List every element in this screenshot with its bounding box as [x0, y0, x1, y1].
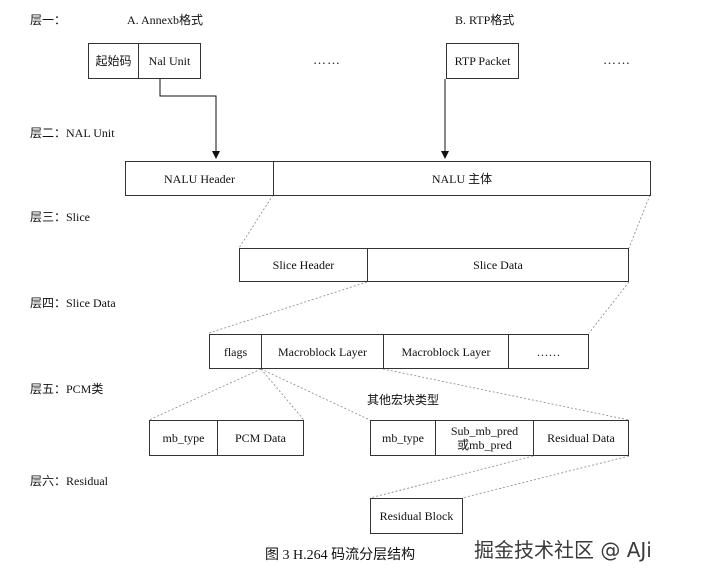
ellipsis-annexb: …… [313, 52, 341, 67]
other-macroblock-types-label: 其他宏块类型 [367, 393, 440, 407]
slice-header-box: Slice Header [239, 248, 368, 282]
dotted-slicedata-right [588, 281, 630, 334]
nalu-body-box: NALU 主体 [273, 161, 651, 196]
layer-label-5: 层五：PCM类 [30, 382, 104, 396]
layer-label-1: 层一： [30, 13, 67, 27]
dotted-residual-right [461, 455, 630, 499]
nal-unit-box: Nal Unit [138, 43, 201, 79]
layer-label-4: 层四：Slice Data [30, 296, 116, 310]
layer-label-6: 层六：Residual [30, 474, 108, 488]
dotted-nalu-left [238, 194, 274, 249]
mb-type-box-1: mb_type [149, 420, 218, 456]
sub-mb-pred-line-1: Sub_mb_pred [450, 424, 519, 438]
mb-type-box-2: mb_type [370, 420, 436, 456]
format-b-heading: B. RTP格式 [455, 13, 515, 27]
dotted-mb-pcm-left [148, 368, 262, 421]
ellipsis-rtp: …… [603, 52, 631, 67]
dotted-slicedata-left [208, 281, 368, 334]
dotted-residual-left [369, 455, 534, 499]
dotted-mb-other-right [382, 368, 630, 421]
format-a-heading: A. Annexb格式 [127, 13, 203, 27]
sub-mb-pred-box: Sub_mb_pred 或mb_pred [435, 420, 534, 456]
dotted-mb-other-left [260, 368, 371, 421]
dotted-nalu-right [628, 194, 651, 249]
residual-data-box: Residual Data [533, 420, 629, 456]
flags-box: flags [209, 334, 262, 369]
ellipsis-box: …… [508, 334, 589, 369]
macroblock-layer-box-1: Macroblock Layer [261, 334, 384, 369]
pcm-data-box: PCM Data [217, 420, 304, 456]
dotted-mb-pcm-right [260, 368, 305, 421]
figure-caption: 图 3 H.264 码流分层结构 [265, 548, 416, 563]
macroblock-layer-box-2: Macroblock Layer [383, 334, 509, 369]
rtp-packet-box: RTP Packet [446, 43, 519, 79]
start-code-box: 起始码 [88, 43, 139, 79]
nalu-header-box: NALU Header [125, 161, 274, 196]
slice-data-box: Slice Data [367, 248, 629, 282]
arrow-nal-unit-to-nalu-header [159, 79, 220, 159]
layer-label-2: 层二：NAL Unit [30, 126, 115, 140]
sub-mb-pred-line-2: 或mb_pred [457, 438, 512, 452]
watermark: 掘金技术社区 @ AJi [474, 538, 652, 562]
layer-label-3: 层三：Slice [30, 210, 90, 224]
residual-block-box: Residual Block [370, 498, 463, 534]
